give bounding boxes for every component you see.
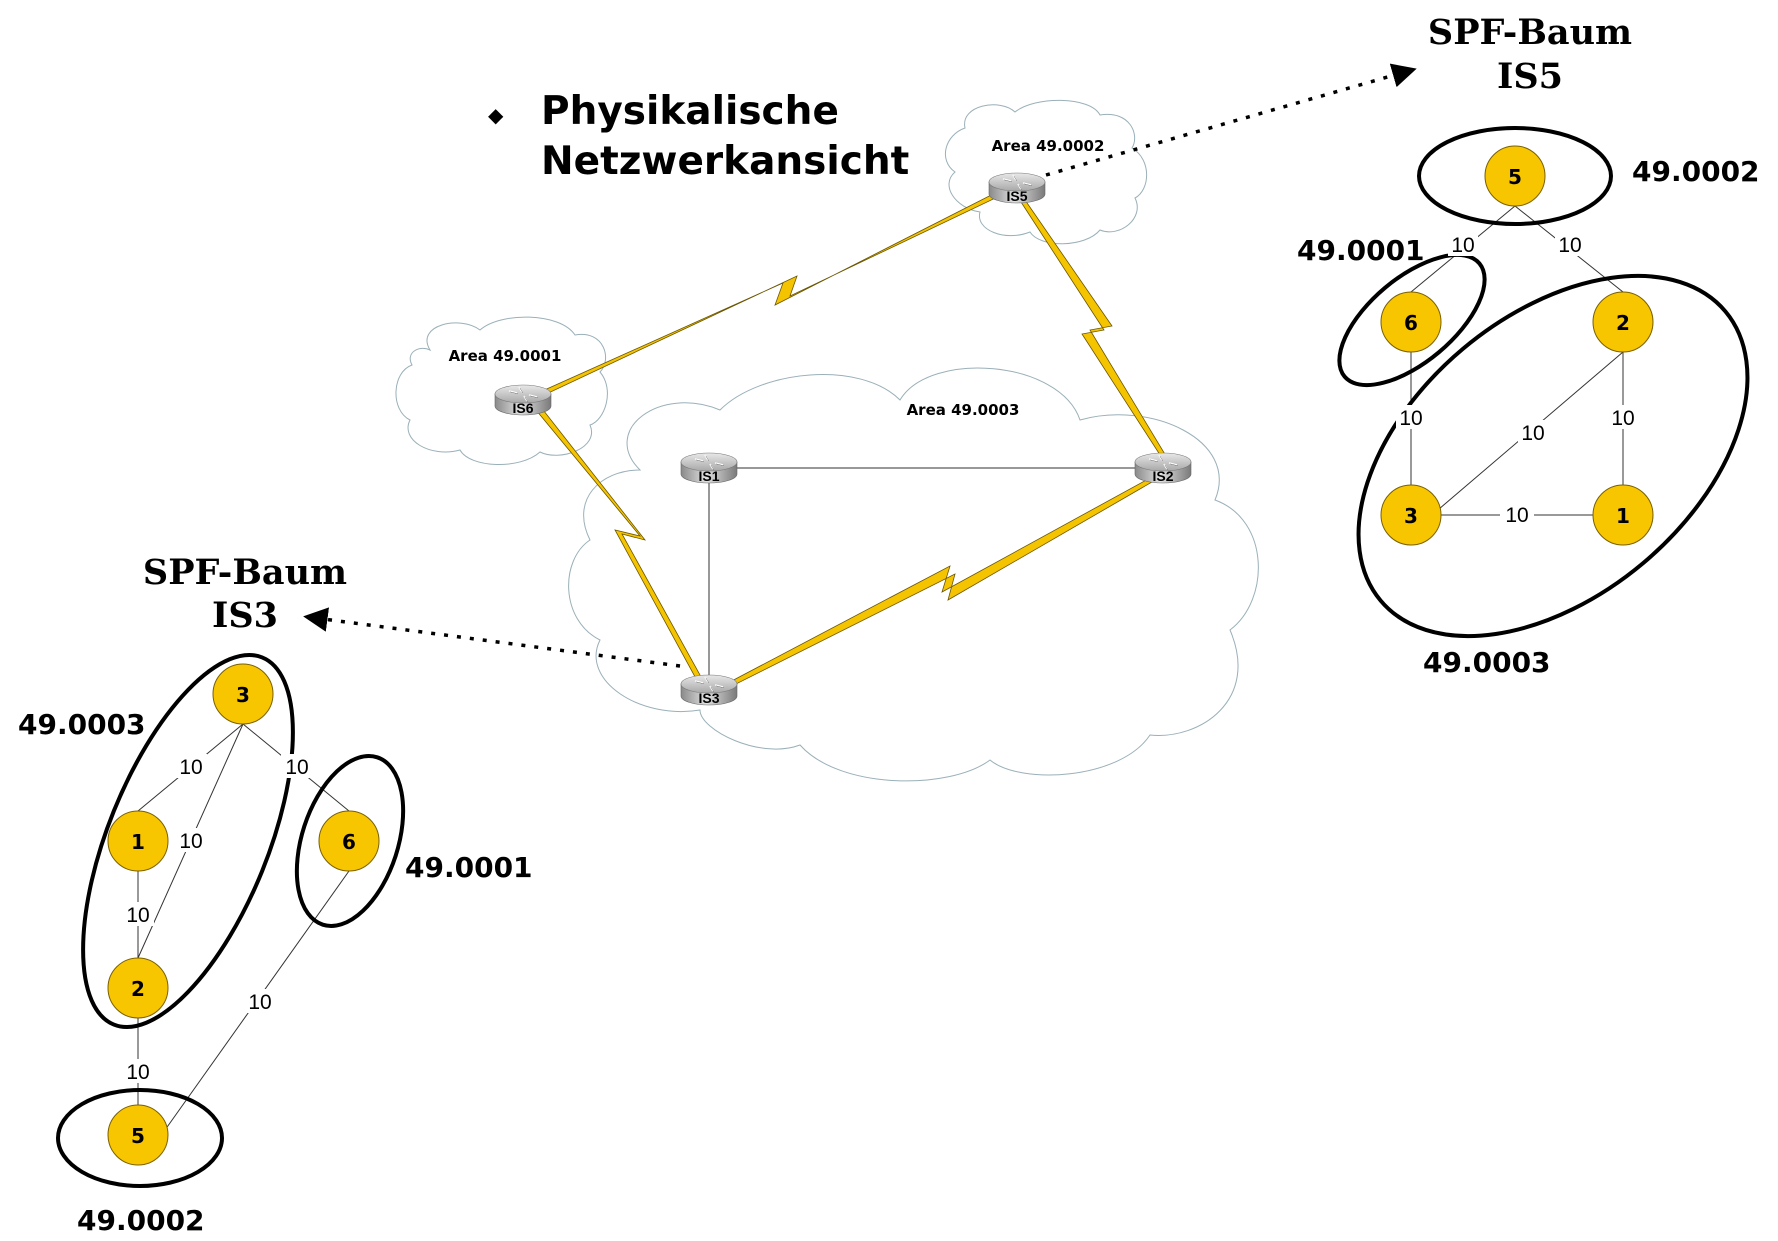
- area-ellipse-49-0001: [1337, 252, 1487, 388]
- router-is2[interactable]: IS2: [1134, 452, 1192, 484]
- node-6[interactable]: 6: [318, 810, 380, 872]
- area-label-49-0002: Area 49.0002: [992, 137, 1105, 155]
- physical-network: Area 49.0001 Area 49.0002 Area 49.0003 I…: [303, 63, 1417, 782]
- area-ellipse-49-0002: [1417, 126, 1613, 226]
- title-line-2: Netzwerkansicht: [541, 139, 909, 184]
- node-3[interactable]: 3: [1380, 484, 1442, 546]
- cost-labels-is3: 10 10 10 10 10 10: [122, 754, 313, 1084]
- node-label-5: 5: [131, 1124, 145, 1148]
- page-title: ◆ Physikalische Netzwerkansicht: [488, 89, 909, 184]
- cloud-area-49-0003: [568, 367, 1259, 782]
- router-is6[interactable]: IS6: [494, 384, 552, 416]
- spf-is5-title-line-1: SPF-Baum: [1428, 12, 1632, 53]
- spf-is3-title-line-1: SPF-Baum: [143, 552, 347, 593]
- router-label-is3: IS3: [698, 690, 719, 706]
- cost-6-3: 10: [1399, 407, 1422, 430]
- node-2[interactable]: 2: [107, 957, 169, 1019]
- router-label-is2: IS2: [1152, 468, 1173, 484]
- spf-tree-is5: SPF-Baum IS5 10 10 10 10 10 10: [1297, 12, 1760, 679]
- cost-3-1: 10: [179, 756, 202, 779]
- node-1[interactable]: 1: [1592, 484, 1654, 546]
- cost-5-6: 10: [1451, 234, 1474, 257]
- cost-2-5: 10: [126, 1061, 149, 1084]
- area-id-49-0002: 49.0002: [77, 1204, 205, 1237]
- node-label-2: 2: [1616, 311, 1630, 335]
- area-ellipse-49-0002: [56, 1088, 224, 1188]
- spf-is5-title-line-2: IS5: [1497, 56, 1563, 97]
- arrow-is3-to-spf: [303, 607, 681, 668]
- area-id-49-0001: 49.0001: [1297, 234, 1425, 267]
- node-label-3: 3: [236, 683, 250, 707]
- node-label-2: 2: [131, 977, 145, 1001]
- bullet-icon: ◆: [488, 103, 504, 127]
- cost-3-2: 10: [179, 830, 202, 853]
- cost-labels-is5: 10 10 10 10 10 10: [1396, 234, 1638, 527]
- router-is5[interactable]: IS5: [988, 172, 1046, 204]
- spf-is3-title-line-2: IS3: [212, 595, 278, 636]
- node-5[interactable]: 5: [1484, 145, 1546, 207]
- node-3[interactable]: 3: [212, 663, 274, 725]
- cost-2-1: 10: [1611, 407, 1634, 430]
- cloud-area-49-0002: [945, 99, 1148, 245]
- area-label-49-0003: Area 49.0003: [907, 401, 1020, 419]
- node-6[interactable]: 6: [1380, 291, 1442, 353]
- router-is3[interactable]: IS3: [680, 674, 738, 706]
- node-2[interactable]: 2: [1592, 291, 1654, 353]
- cost-3-6: 10: [285, 756, 308, 779]
- node-label-5: 5: [1508, 165, 1522, 189]
- router-is1[interactable]: IS1: [680, 452, 738, 484]
- area-ellipse-49-0003: [1356, 273, 1750, 639]
- cost-6-5: 10: [248, 991, 271, 1014]
- node-label-1: 1: [131, 830, 145, 854]
- spf-tree-is3: SPF-Baum IS3 10 10 10 10 10 10: [18, 552, 533, 1237]
- area-id-49-0003: 49.0003: [18, 708, 146, 741]
- area-id-49-0003: 49.0003: [1423, 646, 1551, 679]
- router-label-is5: IS5: [1006, 188, 1027, 204]
- area-label-49-0001: Area 49.0001: [449, 347, 562, 365]
- area-ellipse-49-0001: [294, 754, 406, 928]
- router-label-is6: IS6: [512, 400, 533, 416]
- router-label-is1: IS1: [698, 468, 719, 484]
- cost-3-1: 10: [1505, 504, 1528, 527]
- cost-1-2: 10: [126, 904, 149, 927]
- node-1[interactable]: 1: [107, 810, 169, 872]
- serial-link-is6-is5: [539, 187, 1009, 397]
- cost-5-2: 10: [1558, 234, 1581, 257]
- node-label-1: 1: [1616, 504, 1630, 528]
- node-label-6: 6: [342, 830, 356, 854]
- cost-3-2: 10: [1521, 422, 1544, 445]
- area-ellipse-49-0003: [81, 652, 295, 1030]
- area-id-49-0001: 49.0001: [405, 851, 533, 884]
- node-label-3: 3: [1404, 504, 1418, 528]
- title-line-1: Physikalische: [541, 89, 839, 134]
- area-id-49-0002: 49.0002: [1632, 155, 1760, 188]
- node-label-6: 6: [1404, 311, 1418, 335]
- node-5[interactable]: 5: [107, 1104, 169, 1166]
